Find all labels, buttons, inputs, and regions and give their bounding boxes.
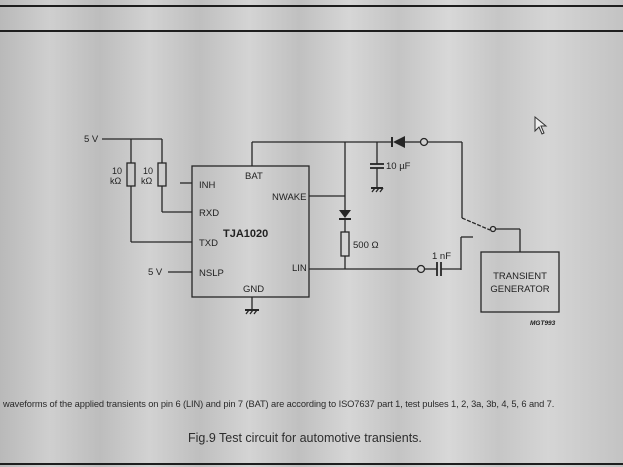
bottom-rule (0, 463, 623, 465)
pin-txd-label: TXD (199, 238, 218, 249)
ic-name: TJA1020 (223, 228, 268, 240)
top-rule-2 (0, 30, 623, 32)
ground-hatch (245, 309, 258, 315)
generator-label-1: TRANSIENT (493, 271, 547, 282)
figure-note: waveforms of the applied transients on p… (3, 399, 555, 409)
ground-hatch-cap (371, 187, 384, 193)
r2-unit: kΩ (141, 176, 153, 186)
r1-value: 10 (112, 166, 122, 176)
supply-5v-label: 5 V (84, 134, 99, 145)
diode-nwake (339, 210, 351, 218)
r2-value: 10 (143, 166, 153, 176)
figure-caption: Fig.9 Test circuit for automotive transi… (188, 431, 422, 445)
mouse-cursor-icon (534, 116, 548, 135)
pin-lin-label: LIN (292, 263, 307, 274)
terminal-lin (416, 264, 426, 274)
resistor-10k-rxd (157, 162, 167, 187)
switch-pivot (489, 225, 497, 233)
switch-arm (461, 217, 491, 231)
terminal-bat (419, 137, 429, 147)
pin-inh-label: INH (199, 180, 216, 191)
cap-1nf-label: 1 nF (432, 251, 451, 262)
r1-unit: kΩ (110, 176, 122, 186)
resistor-500-label: 500 Ω (353, 240, 379, 251)
top-rule-1 (0, 5, 623, 7)
nslp-5v-label: 5 V (148, 267, 163, 278)
resistor-500 (340, 231, 350, 257)
cap-10uf-label: 10 µF (386, 161, 411, 172)
drawing-code: MGT993 (530, 320, 556, 327)
resistor-10k-txd (126, 162, 136, 187)
diode-bat (393, 136, 405, 148)
pin-rxd-label: RXD (199, 208, 219, 219)
pin-gnd-label: GND (243, 284, 264, 295)
generator-label-2: GENERATOR (490, 284, 549, 295)
pin-nslp-label: NSLP (199, 268, 224, 279)
transient-generator-box (480, 251, 560, 313)
ic-body (191, 165, 310, 298)
pin-nwake-label: NWAKE (272, 192, 306, 203)
pin-bat-label: BAT (245, 171, 263, 182)
